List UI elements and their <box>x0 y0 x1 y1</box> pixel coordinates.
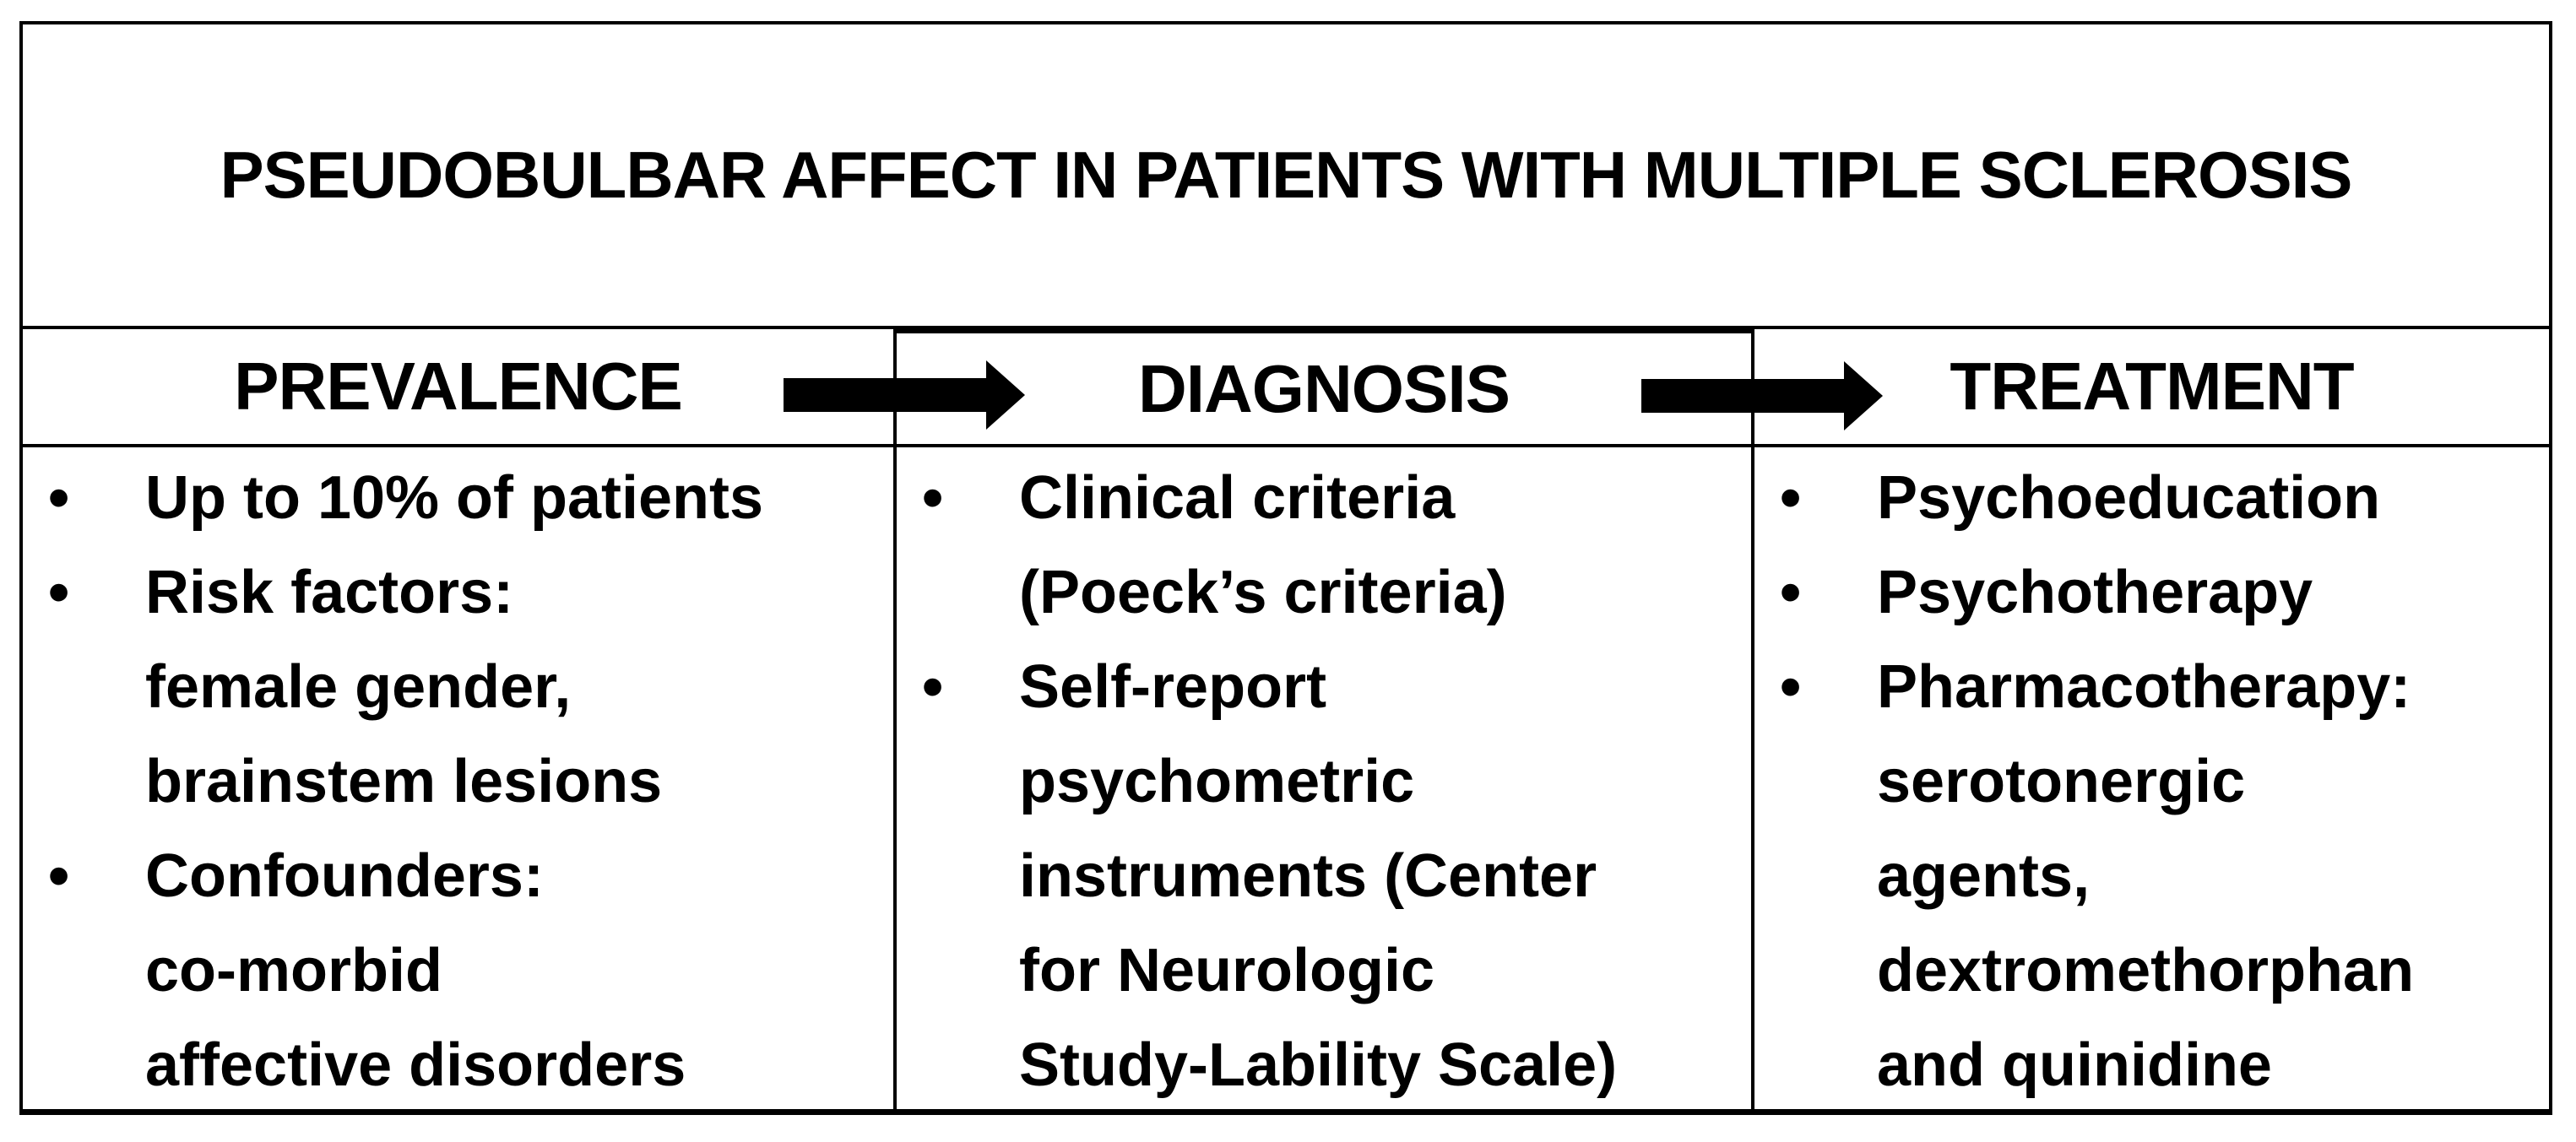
column-body-treatment: • Psychoeducation • Psychotherapy • Pharmacot… <box>1754 447 2549 1109</box>
list-item-text: Risk factors: female gender, brainstem l… <box>145 559 663 815</box>
prevalence-bullet-list: • Up to 10% of patients • Risk factors: fem… <box>23 451 893 1109</box>
bullet-icon: • <box>48 464 70 532</box>
list-item: • Pharmacotherapy: serotonergic agents, d… <box>1780 640 2549 1109</box>
list-item: • Risk factors: female gender, brainstem … <box>48 545 893 829</box>
list-item-text: Up to 10% of patients <box>145 464 764 532</box>
list-item-text: Confounders: co-morbid affective disorde… <box>145 842 686 1099</box>
column-header-prevalence: PREVALENCE <box>23 329 897 447</box>
list-item: • Psychotherapy <box>1780 545 2549 640</box>
bullet-icon: • <box>922 653 944 721</box>
diagnosis-bullet-list: • Clinical criteria (Poeck’s criteria) • Se… <box>897 451 1751 1109</box>
bullet-icon: • <box>1780 559 1802 626</box>
list-item: • Self-report psychometric instruments (C… <box>922 640 1751 1109</box>
column-header-treatment: TREATMENT <box>1754 329 2549 447</box>
list-item: • Psychoeducation <box>1780 451 2549 545</box>
bullet-icon: • <box>1780 464 1802 532</box>
column-body-diagnosis: • Clinical criteria (Poeck’s criteria) • Se… <box>897 447 1754 1109</box>
treatment-bullet-list: • Psychoeducation • Psychotherapy • Pharmacot… <box>1754 451 2549 1109</box>
bullet-icon: • <box>1780 653 1802 721</box>
list-item: • Confounders: co-morbid affective disord… <box>48 829 893 1109</box>
bullet-icon: • <box>48 559 70 626</box>
list-item-text: Self-report psychometric instruments (Ce… <box>1019 653 1618 1099</box>
pseudobulbar-affect-table: PSEUDOBULBAR AFFECT IN PATIENTS WITH MUL… <box>19 21 2552 1115</box>
column-body-prevalence: • Up to 10% of patients • Risk factors: fem… <box>23 447 897 1109</box>
list-item: • Up to 10% of patients <box>48 451 893 545</box>
list-item-text: Psychotherapy <box>1877 559 2313 626</box>
figure-title: PSEUDOBULBAR AFFECT IN PATIENTS WITH MUL… <box>23 24 2549 329</box>
list-item: • Clinical criteria (Poeck’s criteria) <box>922 451 1751 640</box>
bullet-icon: • <box>48 842 70 910</box>
bullet-icon: • <box>922 464 944 532</box>
list-item-text: Clinical criteria (Poeck’s criteria) <box>1019 464 1507 626</box>
list-item-text: Pharmacotherapy: serotonergic agents, de… <box>1877 653 2415 1099</box>
list-item-text: Psychoeducation <box>1877 464 2381 532</box>
column-header-diagnosis: DIAGNOSIS <box>897 329 1754 447</box>
